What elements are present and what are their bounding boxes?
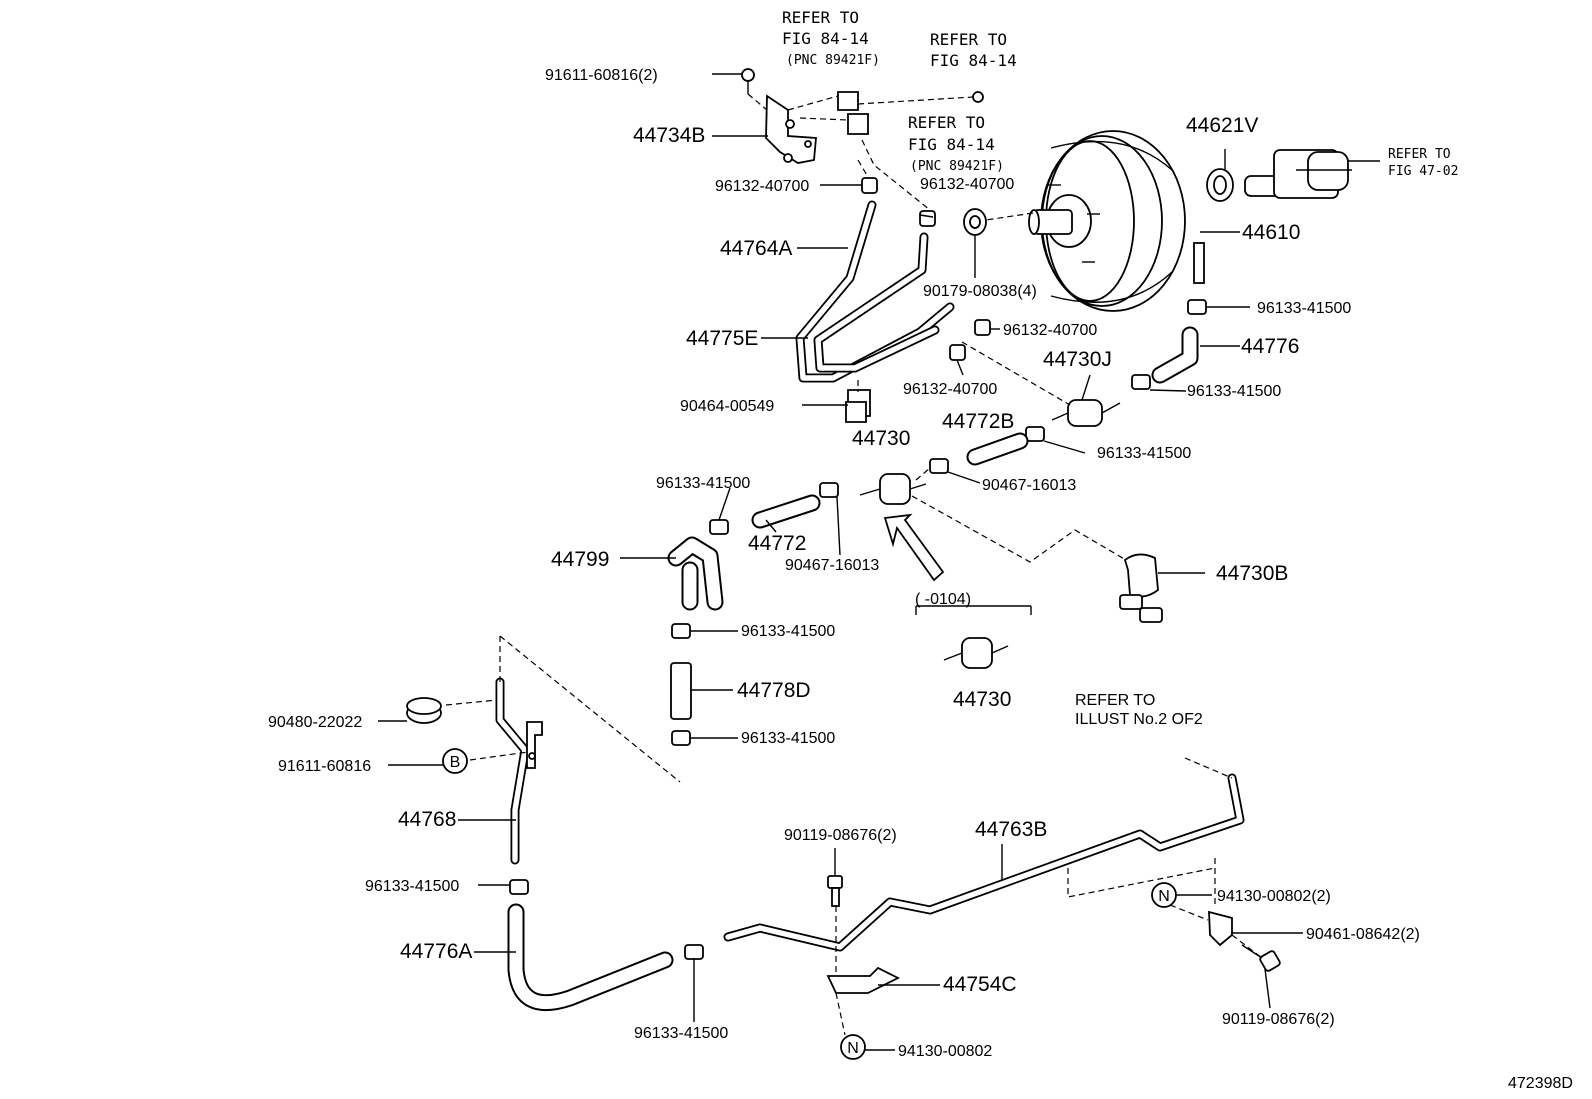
marker-n-bottom-text: N [847, 1040, 859, 1057]
hose-44799 [667, 536, 724, 611]
label-44776a: 44776A [400, 940, 472, 963]
ref-fig-84-14-pnc: REFER TO FIG 84-14 (PNC 89421F) [782, 8, 880, 68]
label-96133-41500-b: 96133-41500 [1187, 383, 1281, 400]
label-96132-40700-a: 96132-40700 [715, 178, 809, 195]
clip-90461 [1208, 910, 1233, 947]
ref-line-1: REFER TO [930, 30, 1007, 49]
ref-line-1: REFER TO [908, 113, 985, 132]
valve-44730j [1051, 399, 1121, 427]
tube-44764a [795, 200, 955, 383]
valve-44730 [859, 473, 927, 505]
label-96133-41500-g: 96133-41500 [365, 878, 459, 895]
label-44778d: 44778D [737, 679, 811, 702]
bracket-44730b [1119, 553, 1163, 623]
hose-44778d [670, 662, 692, 720]
label-44730j: 44730J [1043, 348, 1112, 371]
ref-line-3: (PNC 89421F) [910, 159, 1004, 174]
label-96132-40700-c: 96132-40700 [1003, 322, 1097, 339]
marker-n-right-text: N [1158, 888, 1170, 905]
marker-b: B [442, 748, 468, 774]
label-44772: 44772 [748, 532, 806, 555]
ref-line-2: ILLUST No.2 OF2 [1075, 711, 1203, 728]
label-90464-00549: 90464-00549 [680, 398, 774, 415]
label-96133-41500-f: 96133-41500 [741, 730, 835, 747]
ref-line-1: REFER TO [782, 8, 859, 27]
label-90461-08642-2: 90461-08642(2) [1306, 926, 1420, 943]
ref-line-2: FIG 84-14 [908, 135, 995, 154]
label-96133-41500-d: 96133-41500 [656, 475, 750, 492]
label-96132-40700-d: 96132-40700 [903, 381, 997, 398]
label-90467-16013-b: 90467-16013 [785, 557, 879, 574]
label-44768: 44768 [398, 808, 456, 831]
label-44730: 44730 [852, 427, 910, 450]
ref-line-3: (PNC 89421F) [786, 53, 880, 68]
label-96133-41500-e: 96133-41500 [741, 623, 835, 640]
leader-lines [378, 73, 1303, 1051]
label-44763b: 44763B [975, 818, 1047, 841]
hose-44776 [1151, 326, 1199, 384]
label-91611-60816-2: 91611-60816(2) [545, 67, 658, 84]
brake-booster [1028, 130, 1205, 312]
label-96132-40700-b: 96132-40700 [920, 176, 1014, 193]
bolt-90119-a [827, 875, 843, 907]
label-44754c: 44754C [943, 973, 1017, 996]
variant-part-label: 44730 [953, 688, 1011, 711]
variant-range: ( -0104) [915, 591, 971, 608]
label-44621v: 44621V [1186, 114, 1258, 137]
ref-fig-84-14-mid: REFER TO FIG 84-14 (PNC 89421F) [908, 113, 1004, 174]
label-96133-41500-a: 96133-41500 [1257, 300, 1351, 317]
ref-line-2: FIG 84-14 [782, 29, 869, 48]
hose-44776a [507, 903, 674, 1012]
bracket-90464 [845, 389, 871, 423]
ref-line-1: REFER TO [1075, 692, 1155, 709]
direction-arrow [883, 513, 945, 582]
variant-44730 [915, 605, 1032, 669]
hose-44772 [751, 494, 821, 529]
label-90480-22022: 90480-22022 [268, 714, 362, 731]
label-44734b: 44734B [633, 124, 705, 147]
label-90467-16013-a: 90467-16013 [982, 477, 1076, 494]
label-44772b: 44772B [942, 410, 1014, 433]
label-44799: 44799 [551, 548, 609, 571]
label-94130-00802-2: 94130-00802(2) [1217, 888, 1331, 905]
label-94130-00802: 94130-00802 [898, 1043, 992, 1060]
label-44775e: 44775E [686, 327, 758, 350]
ref-fig-84-14-top: REFER TO FIG 84-14 [930, 30, 1017, 70]
grommet-90480 [406, 697, 442, 724]
diagram-id: 472398D [1508, 1075, 1573, 1092]
bolt-90119-b [1241, 944, 1281, 972]
ref-line-2: FIG 47-02 [1388, 164, 1458, 179]
label-90119-08676-2-a: 90119-08676(2) [784, 827, 897, 844]
label-44610: 44610 [1242, 221, 1300, 244]
clamp-44754c [826, 966, 901, 994]
ref-line-1: REFER TO [1388, 147, 1451, 162]
label-44764a: 44764A [720, 237, 792, 260]
ref-fig-47-02: REFER TO FIG 47-02 [1388, 147, 1458, 179]
label-90179-08038-4: 90179-08038(4) [923, 283, 1037, 300]
tube-44763b [723, 773, 1245, 952]
hose-44772b [966, 432, 1029, 466]
marker-b-text: B [450, 754, 461, 771]
booster-grommet [1206, 168, 1234, 202]
label-96133-41500-c: 96133-41500 [1097, 445, 1191, 462]
master-cylinder [1244, 149, 1380, 199]
bracket-44768 [495, 677, 543, 865]
clamps [509, 177, 1207, 960]
ref-illust-2: REFER TO ILLUST No.2 OF2 [1075, 692, 1203, 728]
ref-line-2: FIG 84-14 [930, 51, 1017, 70]
label-44776: 44776 [1241, 335, 1299, 358]
label-91611-60816: 91611-60816 [278, 758, 371, 775]
label-90119-08676-2-b: 90119-08676(2) [1222, 1011, 1335, 1028]
bracket-44734b [741, 68, 984, 164]
nut-90179 [963, 208, 987, 270]
marker-n-bottom: N [840, 1034, 866, 1060]
label-96133-41500-h: 96133-41500 [634, 1025, 728, 1042]
marker-n-right: N [1151, 882, 1177, 908]
label-44730b: 44730B [1216, 562, 1288, 585]
